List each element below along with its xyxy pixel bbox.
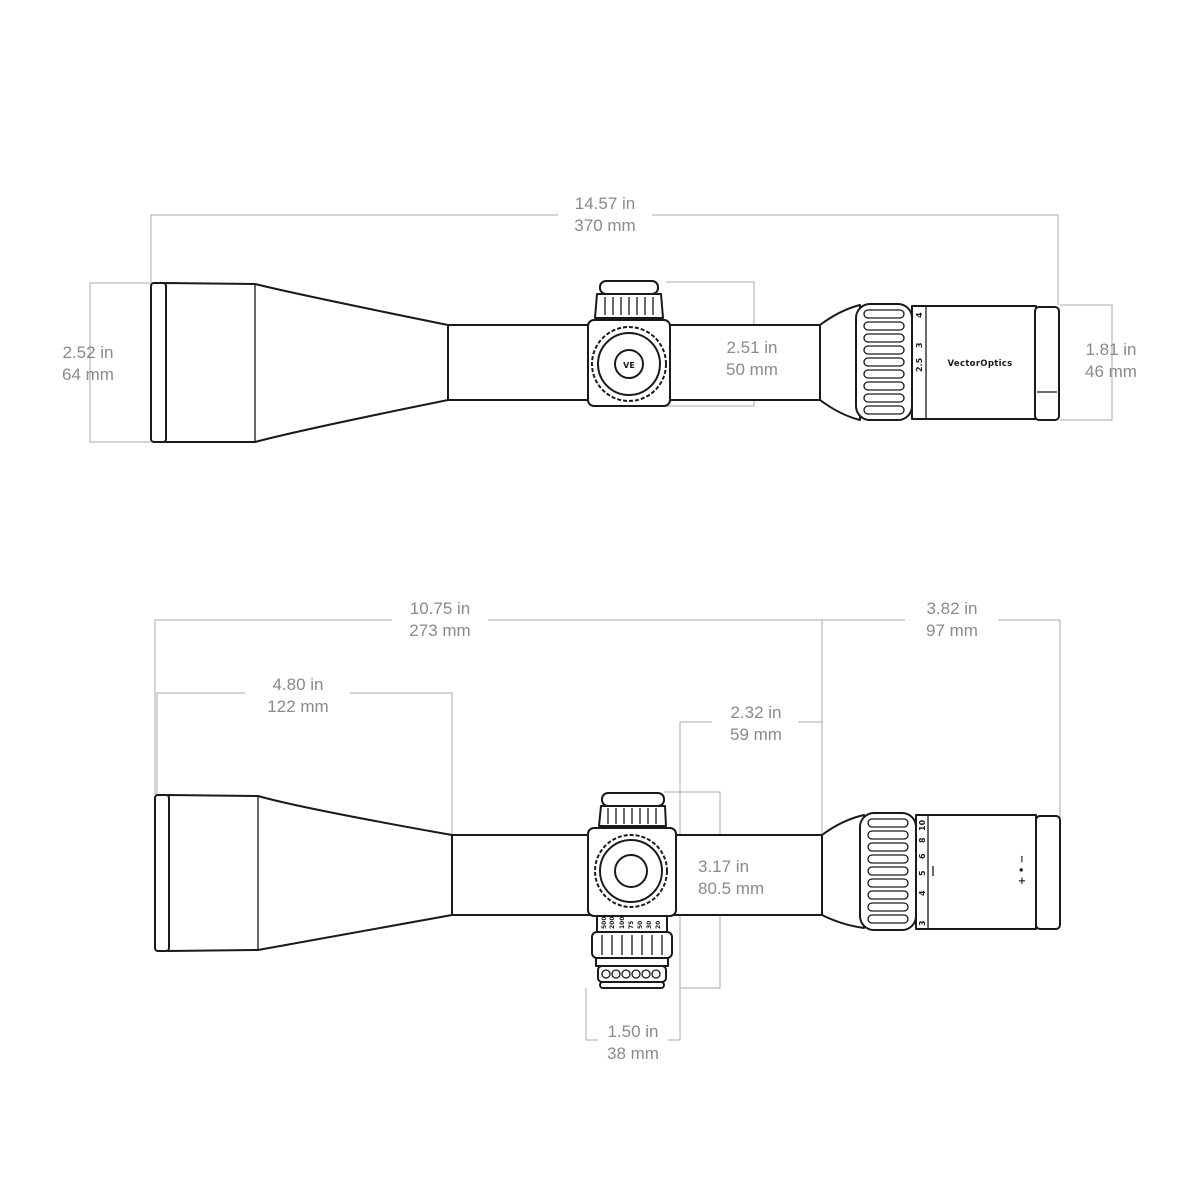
- side-objective-bell-dimline: [156, 692, 453, 835]
- top-turret-height-mm: 50 mm: [726, 360, 778, 379]
- side-eyepiece-length-mm: 97 mm: [926, 621, 978, 640]
- side-parallax-ring: [595, 957, 669, 967]
- brand-text: VectorOptics: [948, 359, 1013, 369]
- side-mag-mark: 3: [918, 920, 927, 926]
- parallax-mark: 100: [619, 916, 626, 929]
- side-parallax-marks: 500 200 100 75 50 30 20: [601, 916, 662, 929]
- top-objective-bell: [164, 282, 449, 443]
- side-mag-mark: 4: [918, 890, 927, 896]
- side-objective-bell: [167, 794, 453, 952]
- top-overall-length-mm: 370 mm: [574, 216, 635, 235]
- parallax-mark: 200: [609, 916, 616, 929]
- logo-text: VE: [623, 361, 635, 370]
- top-objective-diameter-in: 2.52 in: [62, 343, 113, 362]
- top-elevation-turret-cap: [599, 280, 659, 295]
- side-turret-to-ring-dimline: [679, 721, 822, 1040]
- top-eyepiece-diameter-mm: 46 mm: [1085, 362, 1137, 381]
- side-turret-to-ring-in: 2.32 in: [730, 703, 781, 722]
- top-mag-mark: 2.5: [915, 357, 924, 372]
- top-ocular-lens: [1034, 306, 1060, 421]
- side-turret-span-in: 3.17 in: [698, 857, 749, 876]
- side-mag-mark: 8: [918, 837, 927, 843]
- side-eyepiece-length-in: 3.82 in: [926, 599, 977, 618]
- top-eyepiece-diameter-dimline: [1060, 304, 1113, 421]
- parallax-mark: 20: [655, 921, 662, 929]
- side-elevation-turret-cap: [601, 792, 665, 807]
- top-mag-mark: 3: [915, 342, 924, 348]
- side-mag-mark: 5: [918, 870, 927, 876]
- top-objective-diameter-mm: 64 mm: [62, 365, 114, 384]
- parallax-mark: 30: [646, 921, 653, 929]
- side-magnification-marks: 3 4 5 6 8 10: [918, 819, 927, 926]
- top-overall-length-in: 14.57 in: [575, 194, 636, 213]
- side-turret-to-ring-mm: 59 mm: [730, 725, 782, 744]
- side-eyepiece-body: [915, 814, 1037, 930]
- top-mag-mark: 4: [915, 312, 924, 318]
- side-illumination-cap: [599, 981, 665, 989]
- side-turret-width-mm: 38 mm: [607, 1044, 659, 1063]
- side-length-in: 10.75 in: [410, 599, 471, 618]
- top-turret-height-in: 2.51 in: [726, 338, 777, 357]
- side-windage-turret-center: [614, 854, 648, 888]
- top-eyepiece-diameter-in: 1.81 in: [1085, 340, 1136, 359]
- side-objective-bell-mm: 122 mm: [267, 697, 328, 716]
- top-overall-length-dimline: [150, 214, 1059, 305]
- top-magnification-marks: 2.5 3 4: [915, 312, 924, 372]
- side-turret-width-in: 1.50 in: [607, 1022, 658, 1041]
- side-mag-mark: 10: [918, 819, 927, 831]
- side-length-mm: 273 mm: [409, 621, 470, 640]
- top-objective-diameter-dimline: [89, 282, 150, 443]
- top-eyepiece-taper: [819, 304, 861, 421]
- side-view-scope: 500 200 100 75 50 30 20: [154, 599, 1061, 1063]
- parallax-mark: 50: [637, 921, 644, 929]
- top-eyepiece-body: [911, 305, 1037, 420]
- side-eyepiece-length-dimline: [822, 619, 1061, 818]
- top-view-scope: VE 2.5 3 4 VectorOptics 14.57 in 370 mm …: [62, 194, 1137, 443]
- side-turret-width-dimline: [585, 988, 680, 1041]
- top-objective-cap: [150, 282, 167, 443]
- side-objective-cap: [154, 794, 170, 952]
- side-ocular-lens: [1035, 815, 1061, 930]
- side-turret-span-mm: 80.5 mm: [698, 879, 764, 898]
- parallax-mark: 500: [601, 916, 608, 929]
- side-eyepiece-taper: [821, 814, 865, 929]
- side-mag-mark: 6: [918, 853, 927, 859]
- diopter-marks: + • −: [1017, 855, 1028, 885]
- logo-icon: [614, 349, 644, 379]
- side-objective-bell-in: 4.80 in: [272, 675, 323, 694]
- parallax-mark: 75: [628, 921, 635, 929]
